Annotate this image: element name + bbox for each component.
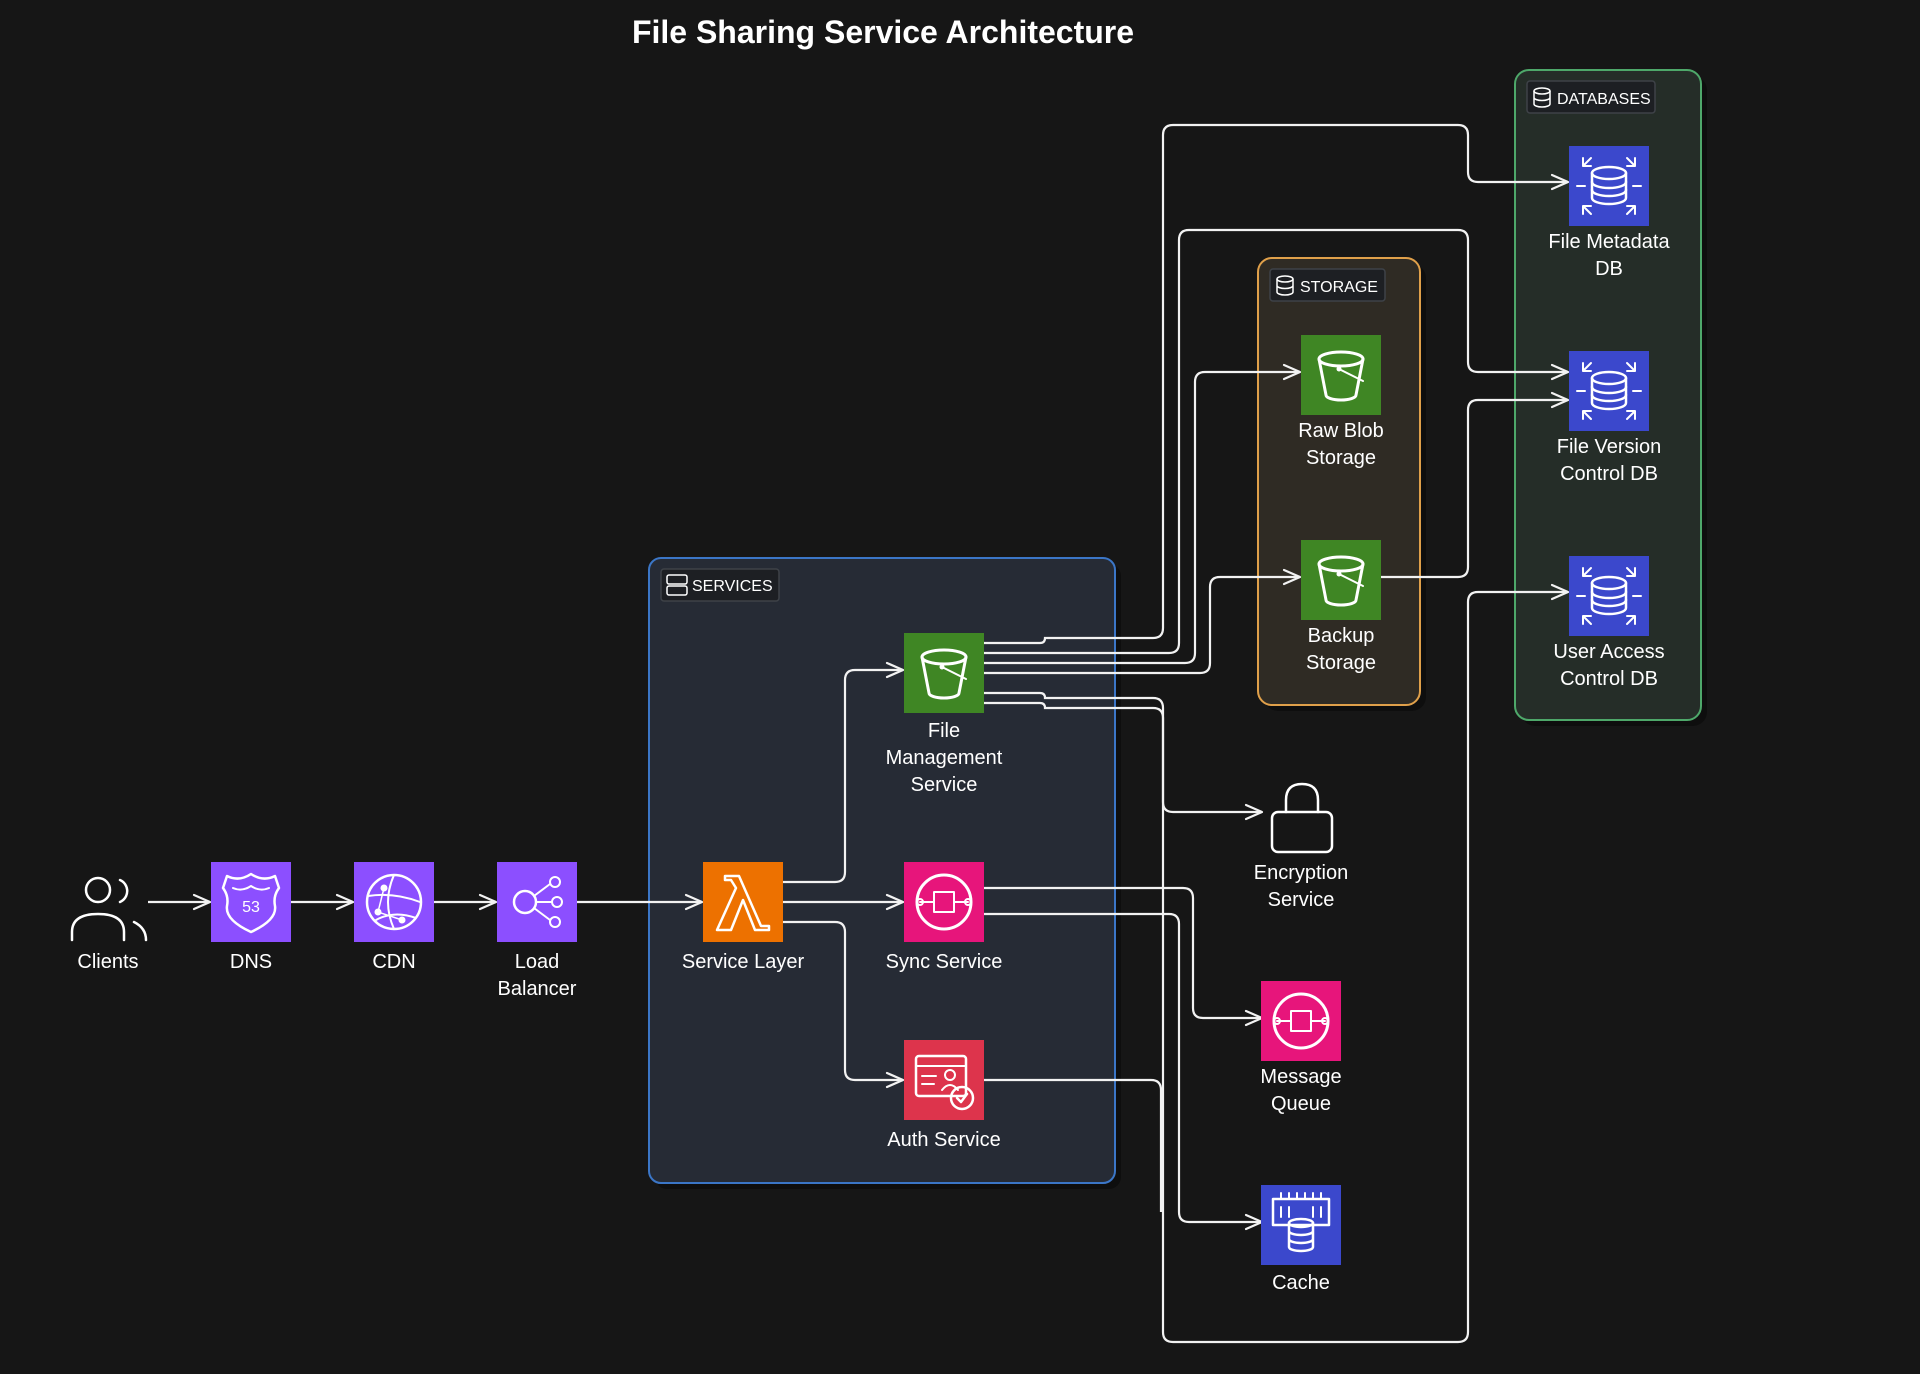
clients-node[interactable]: Clients xyxy=(70,876,148,973)
raw-blob-storage-node[interactable]: Raw Blob Storage xyxy=(1298,335,1384,469)
load-balancer-icon xyxy=(512,876,563,928)
message-queue-node[interactable]: Message Queue xyxy=(1260,981,1342,1115)
dns-node[interactable]: 53 DNS xyxy=(211,862,291,973)
edge-file-management-file-version-db xyxy=(984,228,1570,655)
edge-file-management-raw-blob-storage xyxy=(984,363,1302,665)
edge-service-layer-auth-service xyxy=(783,920,905,1089)
node-tile xyxy=(904,633,984,713)
edges xyxy=(148,123,1570,1344)
edge-sync-service-cache xyxy=(984,912,1264,1231)
node-tile xyxy=(1301,540,1381,620)
cdn-node[interactable]: CDN xyxy=(354,862,434,973)
node-label: Queue xyxy=(1271,1093,1331,1115)
storage-group-label: STORAGE xyxy=(1300,279,1378,296)
node-tile xyxy=(904,1040,984,1120)
databases-group-label: DATABASES xyxy=(1557,91,1651,108)
route53-shield-icon: 53 xyxy=(221,872,281,934)
edge-file-management-file-metadata-db xyxy=(984,123,1570,645)
edge-file-management-user-access-db xyxy=(984,583,1570,1344)
node-label: Service Layer xyxy=(682,951,805,973)
sync-service-node[interactable]: Sync Service xyxy=(886,862,1003,973)
node-label: Load xyxy=(515,951,560,973)
node-label: Message xyxy=(1260,1066,1341,1088)
memory-cache-icon xyxy=(1271,1192,1331,1253)
lock-icon xyxy=(1270,782,1334,854)
node-label: Control DB xyxy=(1560,668,1658,690)
edge-auth-service-cache xyxy=(984,1078,1163,1212)
node-label: Backup xyxy=(1308,625,1375,647)
cache-node[interactable]: Cache xyxy=(1261,1185,1341,1294)
edge-backup-storage-file-version-db xyxy=(1381,391,1570,579)
node-label: Encryption xyxy=(1254,862,1349,884)
file-version-control-db-node[interactable]: File Version Control DB xyxy=(1557,351,1662,485)
backup-storage-node[interactable]: Backup Storage xyxy=(1301,540,1381,674)
node-label: Sync Service xyxy=(886,951,1003,973)
identity-card-icon xyxy=(914,1054,975,1111)
users-icon xyxy=(70,876,148,942)
node-label: DNS xyxy=(230,951,272,973)
node-label: File Metadata xyxy=(1548,231,1670,253)
encryption-service-node[interactable]: Encryption Service xyxy=(1254,782,1349,911)
node-label: Clients xyxy=(77,951,138,973)
node-label: Balancer xyxy=(498,978,577,1000)
edge-file-management-backup-storage xyxy=(984,568,1302,675)
node-label: Storage xyxy=(1306,652,1376,674)
node-label: Auth Service xyxy=(887,1129,1000,1151)
database-cylinder-icon xyxy=(1276,275,1294,296)
node-label: Cache xyxy=(1272,1272,1330,1294)
node-label: Raw Blob xyxy=(1298,420,1384,442)
node-label: File Version xyxy=(1557,436,1662,458)
file-management-service-node[interactable]: File Management Service xyxy=(886,633,1003,796)
node-label: DB xyxy=(1595,258,1623,280)
node-tile xyxy=(1301,335,1381,415)
svg-text:53: 53 xyxy=(242,899,260,916)
node-label: Service xyxy=(1268,889,1335,911)
edge-file-management-encryption-service xyxy=(984,691,1264,821)
database-cylinder-icon xyxy=(1533,87,1551,108)
node-label: Management xyxy=(886,747,1003,769)
node-label: User Access xyxy=(1553,641,1664,663)
lambda-icon xyxy=(715,874,771,932)
node-label: CDN xyxy=(372,951,415,973)
service-layer-node[interactable]: Service Layer xyxy=(682,862,805,973)
services-group-label: SERVICES xyxy=(692,578,773,595)
edge-service-layer-file-management xyxy=(783,661,905,884)
node-label: Service xyxy=(911,774,978,796)
cloudfront-globe-icon xyxy=(365,873,423,931)
user-access-control-db-node[interactable]: User Access Control DB xyxy=(1553,556,1665,690)
auth-service-node[interactable]: Auth Service xyxy=(887,1040,1001,1151)
node-label: Control DB xyxy=(1560,463,1658,485)
file-metadata-db-node[interactable]: File Metadata DB xyxy=(1548,146,1670,280)
services-group: SERVICES xyxy=(648,557,1121,1189)
node-label: File xyxy=(928,720,960,742)
load-balancer-node[interactable]: Load Balancer xyxy=(497,862,577,1000)
node-label: Storage xyxy=(1306,447,1376,469)
edge-sync-service-message-queue xyxy=(984,886,1264,1027)
server-icon xyxy=(666,574,688,596)
diagram-title: File Sharing Service Architecture xyxy=(632,14,1134,50)
